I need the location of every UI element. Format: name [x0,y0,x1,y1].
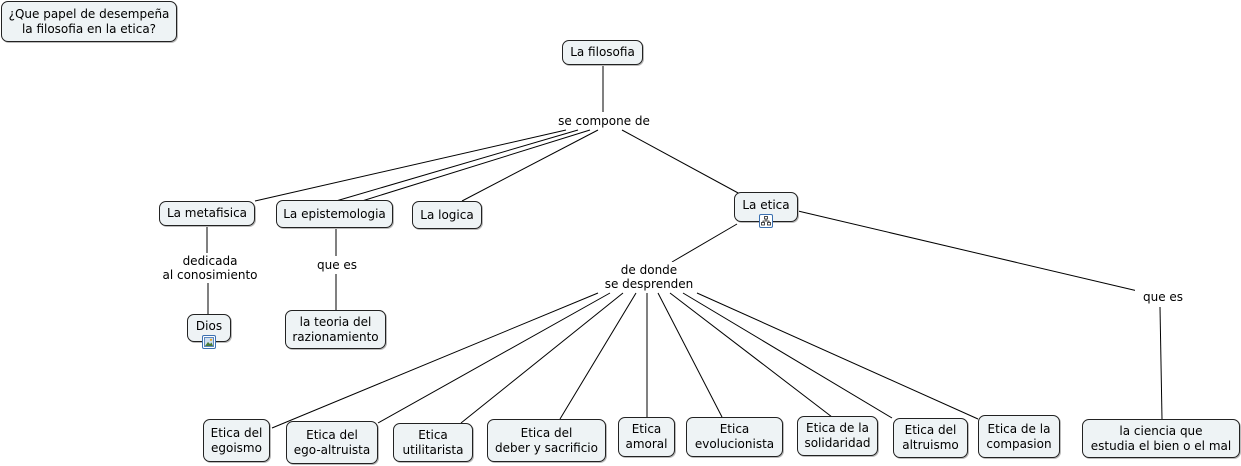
tipo-evolucionista[interactable]: Etica evolucionista [686,417,783,457]
edge-link-logica [461,129,599,202]
tipo-compasion[interactable]: Etica de la compasion [978,415,1060,458]
tipo-utilitarista[interactable]: Etica utilitarista [393,423,473,462]
edge-tipo-8 [682,292,893,419]
epistemologia-node[interactable]: La epistemologia [276,200,393,228]
edge-etica-link-def [797,210,1143,293]
edge-tipo-4 [559,292,637,420]
tipo-altruismo[interactable]: Etica del altruismo [893,418,968,458]
link-phrase-desprenden: de donde se desprenden [598,262,700,292]
edge-link-epistemologia [335,129,579,202]
question-node[interactable]: ¿Que papel de desempeña la filosofia en … [1,1,177,42]
etica-node[interactable]: La etica [734,192,798,228]
teoria-text: la teoria del razionamiento [292,314,379,344]
link-phrase-dedicada: dedicada al conosimiento [152,253,268,283]
definicion-node[interactable]: la ciencia que estudia el bien o el mal [1082,419,1240,458]
edge-link-epistemologia-2 [361,129,591,202]
tipo-deber[interactable]: Etica del deber y sacrificio [487,419,606,462]
tipo-altruismo-text: Etica del altruismo [902,423,959,452]
link-phrase-que-es-2: que es [1135,289,1191,305]
dios-node[interactable]: Dios [187,314,231,349]
edge-tipo-6 [657,292,723,418]
etica-text: La etica [742,198,790,212]
edge-tipo-3 [460,292,624,424]
root-node[interactable]: La filosofia [562,40,643,65]
link-phrase-que-es-1: que es [309,257,365,273]
edge-tipo-7 [669,292,833,418]
edge-link-def-definicion [1159,306,1163,420]
concept-map-icon[interactable] [759,214,773,228]
root-text: La filosofia [570,45,635,59]
edge-tipo-1 [271,292,599,429]
tipo-ego-altruista[interactable]: Etica del ego-altruista [286,421,378,464]
teoria-node[interactable]: la teoria del razionamiento [285,310,386,349]
edge-etica-link-tipos [671,223,738,263]
question-text: ¿Que papel de desempeña la filosofia en … [8,6,170,36]
definicion-text: la ciencia que estudia el bien o el mal [1090,423,1232,453]
tipo-utilitarista-text: Etica utilitarista [402,427,464,457]
tipo-egoismo-text: Etica del egoismo [210,425,263,455]
epistemologia-text: La epistemologia [283,206,386,221]
tipo-evolucionista-text: Etica evolucionista [694,422,775,451]
tipo-amoral-text: Etica amoral [625,422,668,451]
dios-text: Dios [195,319,223,333]
tipo-compasion-text: Etica de la compasion [986,421,1052,451]
logica-text: La logica [420,207,474,222]
logica-node[interactable]: La logica [412,201,482,229]
edge-tipo-9 [696,292,979,420]
edge-link-metafisica [254,129,567,202]
tipo-egoismo[interactable]: Etica del egoismo [203,419,270,462]
metafisica-node[interactable]: La metafisica [159,201,255,226]
tipo-amoral[interactable]: Etica amoral [618,417,675,457]
link-phrase-compone: se compone de [553,113,655,129]
tipo-ego-altruista-text: Etica del ego-altruista [293,427,371,457]
tipo-deber-text: Etica del deber y sacrificio [495,425,598,455]
edge-tipo-2 [377,292,611,424]
tipo-solidaridad-text: Etica de la solidaridad [804,421,871,450]
tipo-solidaridad[interactable]: Etica de la solidaridad [797,416,878,456]
metafisica-text: La metafisica [166,206,248,220]
image-icon[interactable] [202,335,216,349]
edge-link-etica [621,129,741,195]
